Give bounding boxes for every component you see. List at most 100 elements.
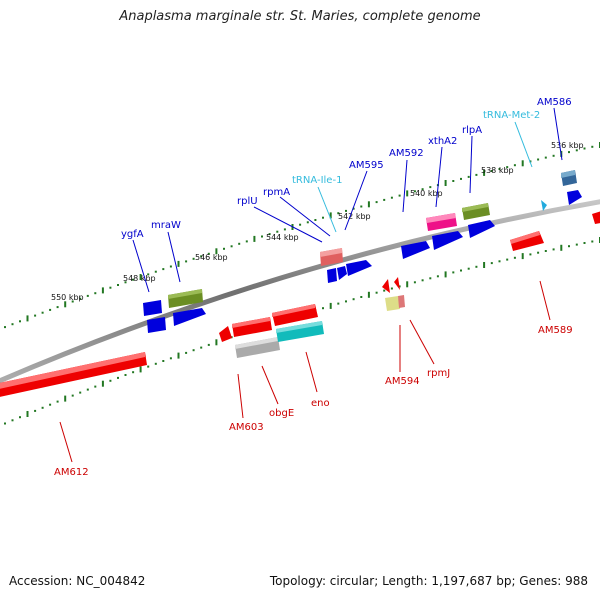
scale-dot bbox=[94, 385, 97, 388]
tick-label: 538 kbp bbox=[481, 166, 514, 175]
tick-label: 546 kbp bbox=[195, 253, 228, 262]
scale-dot bbox=[192, 349, 195, 352]
scale-dot bbox=[154, 270, 157, 273]
scale-tick bbox=[26, 411, 29, 417]
scale-dot bbox=[475, 173, 478, 176]
gene-label-AM592[interactable]: AM592 bbox=[389, 148, 424, 159]
tick-label: 544 kbp bbox=[266, 233, 299, 242]
gene-label-rpmJ[interactable]: rpmJ bbox=[427, 368, 450, 379]
gene-AM586[interactable] bbox=[561, 170, 582, 205]
scale-dot bbox=[398, 194, 401, 197]
scale-dot bbox=[79, 297, 82, 300]
scale-dot bbox=[71, 394, 74, 397]
gene-AM594[interactable] bbox=[382, 277, 405, 311]
gene-AM589[interactable] bbox=[510, 210, 600, 251]
scale-dot bbox=[162, 268, 165, 271]
scale-dot bbox=[452, 180, 455, 182]
scale-dot bbox=[591, 240, 594, 243]
scale-tick bbox=[215, 248, 218, 255]
gene-label-ygfA[interactable]: ygfA bbox=[121, 229, 144, 240]
scale-dot bbox=[4, 326, 6, 329]
scale-dot bbox=[390, 196, 393, 199]
gene-eno[interactable] bbox=[276, 321, 324, 342]
scale-dot bbox=[360, 296, 363, 298]
gene-AM612[interactable] bbox=[0, 352, 147, 399]
scale-dot bbox=[283, 228, 286, 231]
scale-dot bbox=[49, 308, 52, 311]
gene-label-xthA2[interactable]: xthA2 bbox=[428, 136, 457, 147]
scale-dot bbox=[498, 168, 501, 170]
chromosome-backbone bbox=[0, 199, 600, 384]
scale-dot bbox=[452, 271, 455, 274]
gene-label-AM595[interactable]: AM595 bbox=[349, 160, 384, 171]
gene-label-rlpA[interactable]: rlpA bbox=[462, 125, 482, 136]
scale-dot bbox=[352, 298, 355, 301]
scale-dot bbox=[109, 379, 112, 382]
scale-dot bbox=[147, 273, 150, 276]
scale-dot bbox=[56, 400, 59, 403]
scale-dot bbox=[575, 243, 578, 246]
scale-dot bbox=[591, 145, 594, 148]
scale-dot bbox=[132, 278, 135, 281]
scale-tick bbox=[177, 352, 180, 359]
gene-label-mraW[interactable]: mraW bbox=[151, 220, 181, 231]
gene-label-obgE[interactable]: obgE bbox=[269, 408, 294, 419]
scale-tick bbox=[139, 366, 142, 373]
scale-dot bbox=[11, 419, 14, 422]
scale-dot bbox=[4, 422, 6, 425]
gene-tRNA-Met-2[interactable] bbox=[541, 200, 547, 211]
scale-dot bbox=[537, 158, 540, 161]
gene-label-AM586[interactable]: AM586 bbox=[537, 97, 572, 108]
gene-rlpA[interactable] bbox=[462, 203, 495, 238]
gene-label-tRNA-Met-2[interactable]: tRNA-Met-2 bbox=[483, 110, 540, 121]
gene-obgE[interactable] bbox=[235, 304, 318, 358]
scale-dot bbox=[337, 302, 340, 305]
scale-dot bbox=[207, 252, 210, 255]
scale-tick bbox=[329, 302, 332, 309]
scale-dot bbox=[49, 403, 52, 406]
scale-dot bbox=[398, 285, 401, 288]
gene-label-tRNA-Ile-1[interactable]: tRNA-Ile-1 bbox=[292, 175, 342, 186]
scale-dot bbox=[498, 260, 501, 263]
scale-dot bbox=[506, 166, 509, 169]
gene-mraW[interactable] bbox=[168, 289, 206, 326]
gene-AM603[interactable] bbox=[219, 317, 272, 342]
scale-dot bbox=[460, 269, 462, 272]
scale-dot bbox=[360, 205, 363, 208]
scale-dot bbox=[529, 253, 532, 256]
scale-dot bbox=[207, 343, 210, 346]
tick-label: 548 kbp bbox=[123, 274, 156, 283]
scale-dot bbox=[413, 190, 416, 193]
scale-dot bbox=[79, 391, 82, 394]
scale-dot bbox=[154, 362, 157, 365]
scale-dot bbox=[413, 281, 416, 284]
scale-dot bbox=[223, 247, 225, 250]
scale-dot bbox=[345, 300, 347, 303]
scale-tick bbox=[101, 380, 104, 387]
gene-label-eno[interactable]: eno bbox=[311, 398, 330, 409]
gene-label-AM589[interactable]: AM589 bbox=[538, 325, 573, 336]
scale-dot bbox=[375, 201, 378, 204]
scale-tick bbox=[64, 301, 67, 308]
scale-dot bbox=[185, 351, 188, 354]
gene-label-AM603[interactable]: AM603 bbox=[229, 422, 264, 433]
scale-dot bbox=[345, 209, 347, 212]
gene-label-AM612[interactable]: AM612 bbox=[54, 467, 89, 478]
scale-tick bbox=[483, 169, 486, 176]
gene-label-AM594[interactable]: AM594 bbox=[385, 376, 420, 387]
gene-xthA2[interactable] bbox=[426, 213, 457, 231]
tick-label: 540 kbp bbox=[410, 189, 443, 198]
gene-ygfA[interactable] bbox=[143, 300, 166, 333]
scale-tick bbox=[483, 262, 486, 268]
scale-dot bbox=[132, 371, 135, 374]
gene-label-rpmA[interactable]: rpmA bbox=[263, 187, 290, 198]
gene-AM592[interactable] bbox=[401, 231, 463, 259]
scale-tick bbox=[139, 274, 142, 280]
scale-dot bbox=[41, 311, 44, 314]
gene-rplU[interactable] bbox=[320, 248, 372, 283]
scale-dot bbox=[200, 255, 203, 258]
tick-label: 550 kbp bbox=[51, 293, 84, 302]
gene-label-rplU[interactable]: rplU bbox=[237, 196, 258, 207]
scale-dot bbox=[230, 245, 233, 248]
